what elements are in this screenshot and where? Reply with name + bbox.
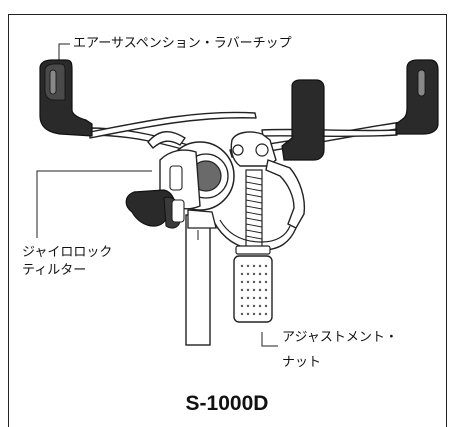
figure-frame xyxy=(8,14,447,427)
rubber-tip-center xyxy=(281,79,325,161)
callout-gyro-lock-line2: ティルター xyxy=(22,262,87,278)
callout-adjustment-nut: アジャストメント・ ナット xyxy=(282,326,398,375)
callout-gyro-lock-tilter: ジャイロロック ティルター xyxy=(22,244,112,279)
callout-air-suspension-rubber-tip: エアーサスペンション・ラバーチップ xyxy=(73,36,292,51)
leader-lines xyxy=(36,43,278,347)
model-name: S-1000D xyxy=(185,392,269,415)
callout-gyro-lock-line1: ジャイロロック xyxy=(22,245,113,260)
rubber-tip-right xyxy=(395,59,439,135)
central-bracket xyxy=(230,131,306,229)
tilt-wing-handle xyxy=(125,189,185,229)
rubber-tip-left xyxy=(39,59,93,137)
stand-tube xyxy=(185,214,211,346)
adjustment-nut xyxy=(233,245,273,323)
callout-adjustment-nut-line1: アジャストメント・ xyxy=(282,330,398,345)
callout-adjustment-nut-line2: ナット xyxy=(282,354,322,370)
